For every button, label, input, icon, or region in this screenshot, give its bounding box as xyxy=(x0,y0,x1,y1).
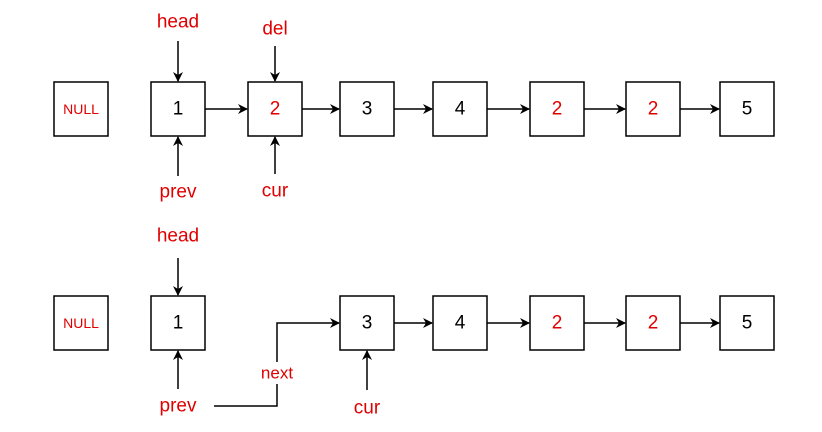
top-node-4-value: 4 xyxy=(455,99,466,120)
bottom-node-4-value: 2 xyxy=(552,313,563,334)
top-null-node: NULL xyxy=(53,81,109,137)
bottom-node-4: 2 xyxy=(529,295,585,351)
top-node-1-value: 1 xyxy=(173,99,184,120)
next-label-bg xyxy=(252,362,302,384)
bottom-prev-label: prev xyxy=(160,396,197,417)
bottom-node-3: 4 xyxy=(432,295,488,351)
top-node-5-value: 2 xyxy=(552,99,563,120)
top-node-7: 5 xyxy=(719,81,775,137)
top-cur-label: cur xyxy=(262,181,289,202)
bottom-node-5-value: 2 xyxy=(648,313,659,334)
top-node-3: 3 xyxy=(339,81,395,137)
bottom-node-1: 1 xyxy=(150,295,206,351)
bottom-head-label: head xyxy=(157,226,199,247)
top-head-label: head xyxy=(157,12,199,33)
top-node-2-value: 2 xyxy=(270,99,281,120)
bottom-node-1-value: 1 xyxy=(173,313,184,334)
top-node-7-value: 5 xyxy=(742,99,753,120)
top-del-label: del xyxy=(262,19,287,40)
top-node-6: 2 xyxy=(625,81,681,137)
bottom-node-2: 3 xyxy=(339,295,395,351)
next-edge-label: next xyxy=(261,364,293,383)
bottom-node-6-value: 5 xyxy=(742,313,753,334)
top-node-2: 2 xyxy=(247,81,303,137)
bottom-node-3-value: 4 xyxy=(455,313,466,334)
top-list: NULL 1 2 3 4 2 2 5 xyxy=(53,12,775,203)
bottom-node-2-value: 3 xyxy=(362,313,373,334)
top-null-label: NULL xyxy=(63,101,99,117)
top-node-1: 1 xyxy=(150,81,206,137)
top-prev-label: prev xyxy=(160,182,197,203)
bottom-null-node: NULL xyxy=(53,295,109,351)
top-node-6-value: 2 xyxy=(648,99,659,120)
bottom-null-label: NULL xyxy=(63,315,99,331)
bottom-cur-label: cur xyxy=(354,398,381,419)
bottom-list: NULL 1 3 4 2 2 5 xyxy=(53,226,775,419)
top-node-4: 4 xyxy=(432,81,488,137)
bottom-node-5: 2 xyxy=(625,295,681,351)
bottom-node-6: 5 xyxy=(719,295,775,351)
top-node-5: 2 xyxy=(529,81,585,137)
top-node-3-value: 3 xyxy=(362,99,373,120)
